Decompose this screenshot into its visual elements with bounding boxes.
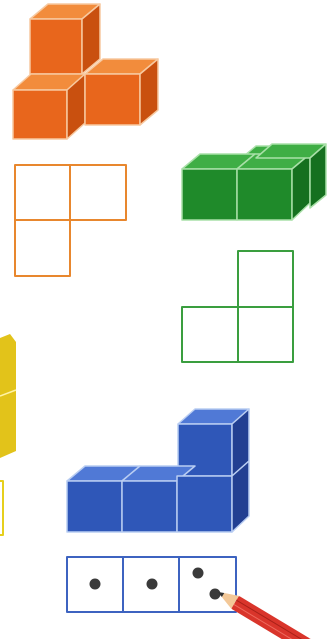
green-top-view-grid — [182, 251, 293, 362]
cube-marker-dot — [193, 568, 204, 579]
yellow-grid-cell — [0, 481, 3, 535]
green-grid-cell — [182, 307, 238, 362]
cube-marker-dot — [147, 579, 158, 590]
orange-grid-cell — [15, 165, 70, 220]
orange-cube-left — [13, 74, 85, 139]
orange-cube-back — [30, 4, 100, 74]
green-cube-right — [237, 154, 310, 220]
yellow-cube-partial — [0, 334, 16, 458]
cube-marker-dot — [90, 579, 101, 590]
blue-top-view-grid — [67, 557, 236, 612]
orange-cube-right — [85, 59, 158, 125]
cube-marker-dot — [210, 589, 221, 600]
yellow-top-view-partial — [0, 481, 3, 535]
green-grid-cell — [238, 307, 293, 362]
orange-grid-cell — [70, 165, 126, 220]
blue-cube-stack — [67, 409, 249, 532]
orange-top-view-grid — [15, 165, 126, 276]
orange-cube-stack — [13, 4, 158, 139]
green-cube-stack — [182, 144, 326, 220]
green-grid-cell — [238, 251, 293, 307]
orange-grid-cell — [15, 220, 70, 276]
